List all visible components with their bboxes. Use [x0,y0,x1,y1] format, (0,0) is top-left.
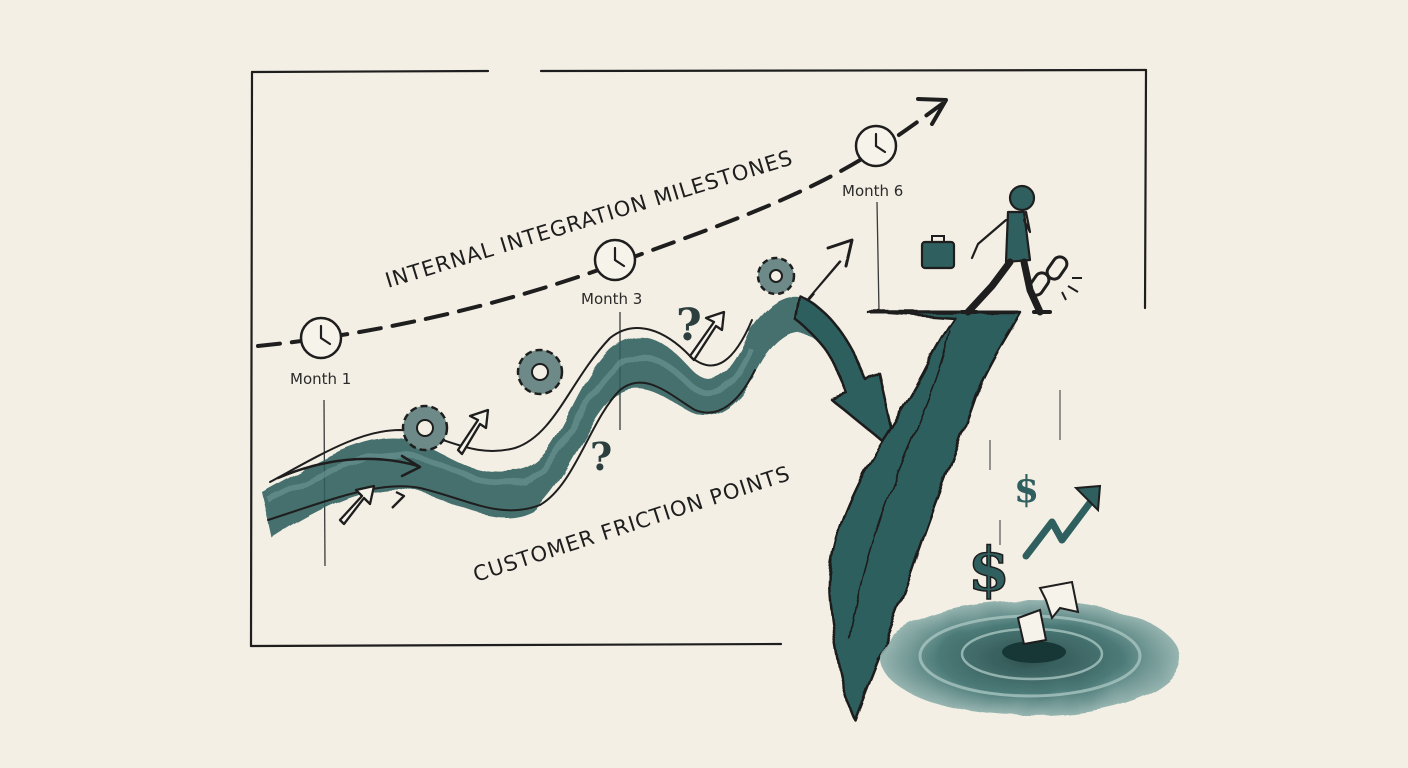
frame [249,68,1148,648]
gear-icon [516,348,564,396]
dollar-icon: $ [968,535,1010,605]
arrow-icon [338,310,726,526]
dollar-icon: $ [1014,469,1039,511]
question-mark-icon: ? [590,434,612,479]
flow-arrow-head [400,454,422,478]
arrow-icon [1022,484,1102,560]
friction-ribbon [262,296,860,538]
cliff-icon [828,310,1022,722]
ribbon-outline [267,369,756,521]
month-label-6: Month 6 [842,182,903,200]
clock-icon [593,238,637,282]
month-label-3: Month 3 [581,290,642,308]
arrow-icon [794,294,898,454]
torn-paper-icon [1016,580,1080,646]
month-label-1: Month 1 [290,370,351,388]
broken-chain-icon [1027,255,1082,301]
briefcase-icon [920,235,956,270]
whirlpool-icon [880,600,1180,716]
gear-icon [756,256,796,296]
clock-icon [854,124,898,168]
flow-arrow [276,457,420,480]
arrow-icon [806,238,854,302]
clock-icon [299,316,343,360]
milestone-arrow-head [916,97,948,126]
gear-icon [401,404,449,452]
businessman-icon [960,184,1052,316]
question-mark-icon: ? [676,300,702,351]
falling-lines [989,390,1061,545]
